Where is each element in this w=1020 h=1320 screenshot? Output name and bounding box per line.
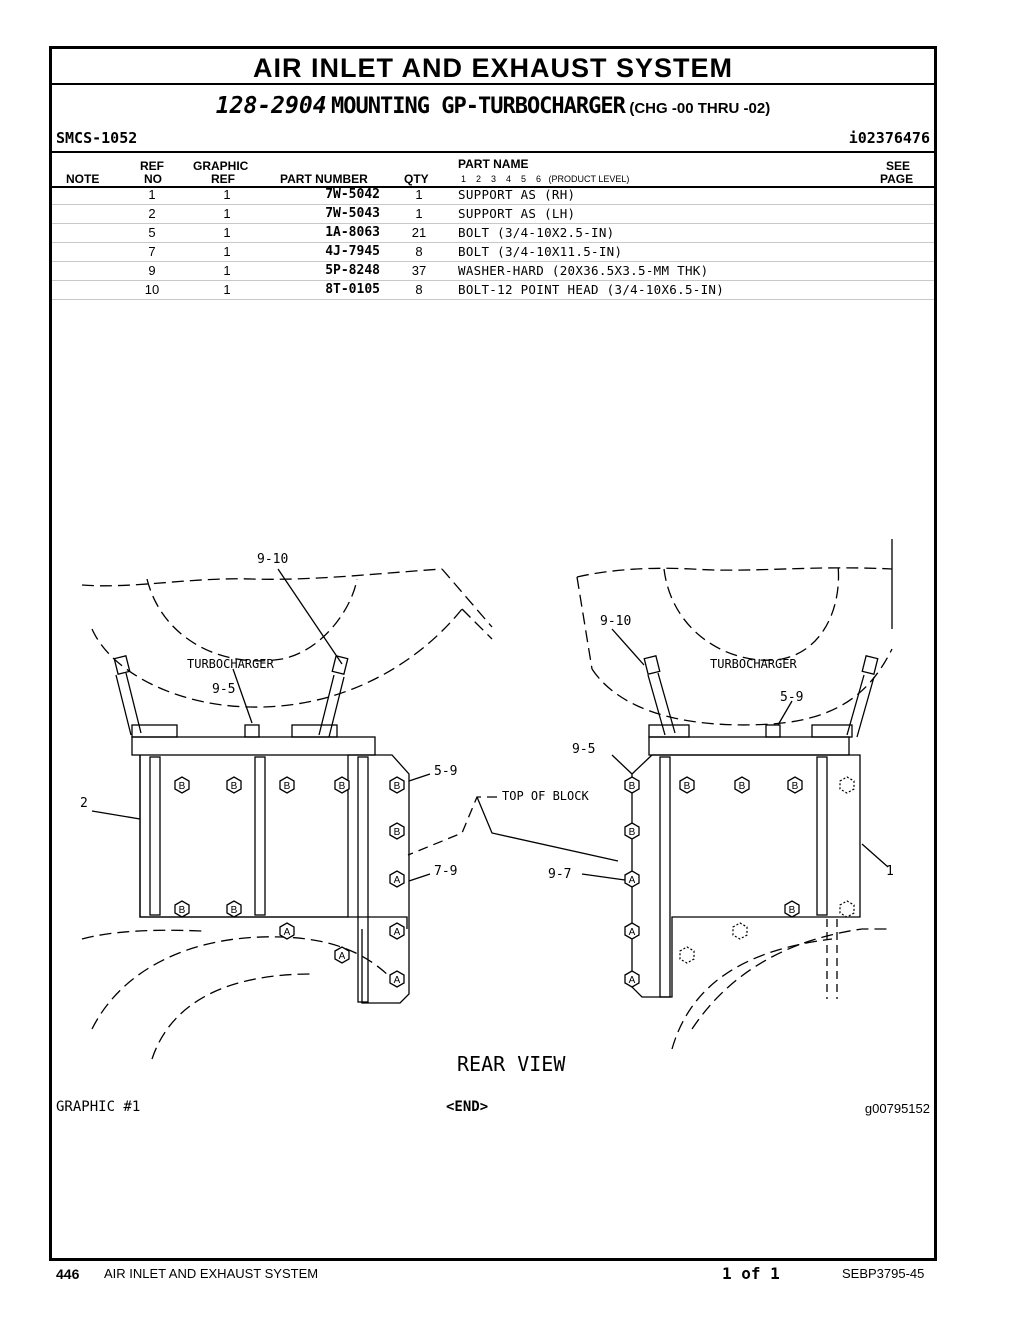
ref-no: 5 xyxy=(148,225,156,240)
group-number: 128-2904 xyxy=(215,93,327,119)
callout-left-2: 2 xyxy=(80,796,88,811)
ref-no: 9 xyxy=(148,263,156,278)
callout-right-9-5: 9-5 xyxy=(572,742,595,757)
page-frame: AIR INLET AND EXHAUST SYSTEM 128-2904 MO… xyxy=(49,46,937,1261)
part-name: BOLT (3/4-10X11.5-IN) xyxy=(458,244,623,259)
header-product-level: 1 2 3 4 5 6 (PRODUCT LEVEL) xyxy=(461,174,630,184)
header-qty: QTY xyxy=(404,172,429,186)
header-graphic-top: GRAPHIC xyxy=(193,159,249,173)
qty: 1 xyxy=(415,206,423,221)
part-number: 5P-8248 xyxy=(325,263,380,278)
header-part-number: PART NUMBER xyxy=(280,172,368,186)
callout-left-9-10: 9-10 xyxy=(257,552,288,567)
qty: 8 xyxy=(415,282,423,297)
part-name: SUPPORT AS (RH) xyxy=(458,187,576,202)
qty: 8 xyxy=(415,244,423,259)
callout-right-5-9: 5-9 xyxy=(780,690,803,705)
table-row: 2 1 7W-5043 1 SUPPORT AS (LH) xyxy=(52,205,934,224)
label-left-turbocharger: TURBOCHARGER xyxy=(187,657,274,671)
info-id: i02376476 xyxy=(848,129,930,147)
graphic-ref: 1 xyxy=(223,206,231,221)
graphic-ref: 1 xyxy=(223,225,231,240)
header-ref-bottom: NO xyxy=(144,172,162,186)
part-number: 8T-0105 xyxy=(325,282,380,297)
label-top-of-block: TOP OF BLOCK xyxy=(502,789,589,803)
group-name: MOUNTING GP-TURBOCHARGER xyxy=(331,94,626,119)
callout-left-5-9: 5-9 xyxy=(434,764,457,779)
mounting-illustration: A B xyxy=(80,539,894,1076)
end-marker: <END> xyxy=(446,1099,489,1115)
header-ref-top: REF xyxy=(140,159,164,173)
qty: 1 xyxy=(415,187,423,202)
part-name: WASHER-HARD (20X36.5X3.5-MM THK) xyxy=(458,263,709,278)
table-row: 1 1 7W-5042 1 SUPPORT AS (RH) xyxy=(52,186,934,205)
parts-table-body: 1 1 7W-5042 1 SUPPORT AS (RH) 2 1 7W-504… xyxy=(52,186,934,300)
part-number: 1A-8063 xyxy=(325,225,380,240)
table-row: 10 1 8T-0105 8 BOLT-12 POINT HEAD (3/4-1… xyxy=(52,281,934,300)
graphic-ref: 1 xyxy=(223,282,231,297)
table-row: 5 1 1A-8063 21 BOLT (3/4-10X2.5-IN) xyxy=(52,224,934,243)
part-name: BOLT-12 POINT HEAD (3/4-10X6.5-IN) xyxy=(458,282,725,297)
header-see-bottom: PAGE xyxy=(880,172,914,186)
qty: 21 xyxy=(411,225,427,240)
ref-no: 10 xyxy=(144,282,160,297)
footer-page-of: 1 of 1 xyxy=(722,1264,780,1283)
change-range: (CHG -00 THRU -02) xyxy=(629,100,771,117)
footer-page-number: 446 xyxy=(56,1266,80,1282)
header-part-name: PART NAME xyxy=(458,157,529,171)
header-see-top: SEE xyxy=(886,159,911,173)
graphic-caption: GRAPHIC #1 xyxy=(56,1099,141,1115)
part-number: 7W-5043 xyxy=(325,206,380,221)
callout-left-7-9: 7-9 xyxy=(434,864,457,879)
part-number: 7W-5042 xyxy=(325,187,380,202)
smcs-code: SMCS-1052 xyxy=(56,129,138,147)
table-row: 9 1 5P-8248 37 WASHER-HARD (20X36.5X3.5-… xyxy=(52,262,934,281)
ref-no: 7 xyxy=(148,244,156,259)
label-rear-view: REAR VIEW xyxy=(457,1052,566,1076)
footer-section: AIR INLET AND EXHAUST SYSTEM xyxy=(104,1266,319,1281)
part-name: BOLT (3/4-10X2.5-IN) xyxy=(458,225,615,240)
part-number: 4J-7945 xyxy=(325,244,380,259)
header-note: NOTE xyxy=(66,172,100,186)
group-heading: 128-2904 MOUNTING GP-TURBOCHARGER (CHG -… xyxy=(52,93,934,119)
graphic-id: g00795152 xyxy=(864,1101,930,1116)
ref-no: 2 xyxy=(148,206,156,221)
callout-right-9-10: 9-10 xyxy=(600,614,631,629)
table-row: 7 1 4J-7945 8 BOLT (3/4-10X11.5-IN) xyxy=(52,243,934,262)
graphic-ref: 1 xyxy=(223,263,231,278)
graphic-ref: 1 xyxy=(223,244,231,259)
callout-right-1: 1 xyxy=(886,864,894,879)
header-graphic-bottom: REF xyxy=(211,172,235,186)
part-name: SUPPORT AS (LH) xyxy=(458,206,576,221)
section-title: AIR INLET AND EXHAUST SYSTEM xyxy=(52,49,934,85)
footer-doc-id: SEBP3795-45 xyxy=(842,1266,925,1281)
qty: 37 xyxy=(411,263,427,278)
ref-no: 1 xyxy=(148,187,156,202)
label-right-turbocharger: TURBOCHARGER xyxy=(710,657,797,671)
callout-right-9-7: 9-7 xyxy=(548,867,571,882)
table-header: NOTE REF NO GRAPHIC REF PART NUMBER QTY … xyxy=(52,151,934,188)
callout-left-9-5: 9-5 xyxy=(212,682,235,697)
graphic-ref: 1 xyxy=(223,187,231,202)
